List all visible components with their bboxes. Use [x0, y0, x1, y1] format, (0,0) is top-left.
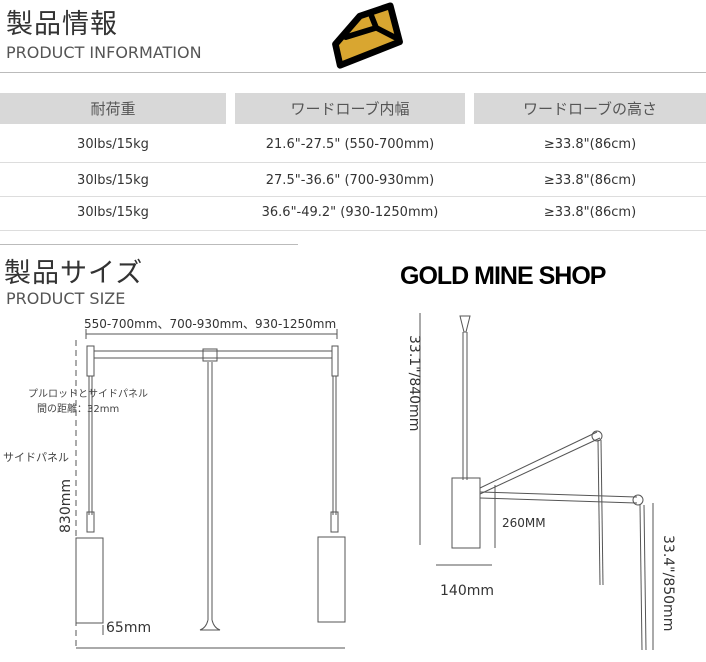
width-range-label: 550-700mm、700-930mm、930-1250mm: [84, 317, 336, 331]
height-840-label: 33.1"/840mm: [406, 335, 422, 431]
cell-height: ≥33.8"(86cm): [543, 204, 637, 220]
cell-load: 30lbs/15kg: [77, 172, 149, 188]
depth-260-label: 260MM: [502, 516, 546, 530]
side-panel-label: サイドパネル: [3, 451, 69, 464]
watermark-text: GOLD MINE SHOP: [400, 262, 606, 290]
height-850-label: 33.4"/850mm: [660, 535, 676, 631]
divider: [0, 72, 706, 73]
cell-width: 27.5"-36.6" (700-930mm): [265, 172, 435, 188]
size-title-en: PRODUCT SIZE: [6, 289, 126, 308]
width-140-label: 140mm: [440, 583, 494, 599]
divider: [0, 244, 298, 245]
header-width: ワードローブ内幅: [235, 93, 465, 124]
height-830-label: 830mm: [58, 479, 74, 533]
header-height: ワードローブの高さ: [474, 93, 706, 124]
cell-height: ≥33.8"(86cm): [543, 136, 637, 152]
width-65-label: 65mm: [106, 620, 151, 636]
row-divider: [0, 196, 706, 197]
cell-width: 21.6"-27.5" (550-700mm): [265, 136, 435, 152]
cell-load: 30lbs/15kg: [77, 136, 149, 152]
info-title-en: PRODUCT INFORMATION: [6, 43, 202, 62]
cell-load: 30lbs/15kg: [77, 204, 149, 220]
cell-height: ≥33.8"(86cm): [543, 172, 637, 188]
row-divider: [0, 230, 706, 231]
gap-note-line2: 間の距離：32mm: [37, 402, 119, 415]
gap-note-line1: プルロッドとサイドパネル: [28, 388, 148, 400]
gold-bar-logo-icon: [332, 2, 403, 69]
row-divider: [0, 162, 706, 163]
info-title-jp: 製品情報: [6, 9, 118, 40]
header-load: 耐荷重: [0, 93, 226, 124]
size-title-jp: 製品サイズ: [4, 258, 144, 289]
cell-width: 36.6"-49.2" (930-1250mm): [261, 204, 439, 220]
